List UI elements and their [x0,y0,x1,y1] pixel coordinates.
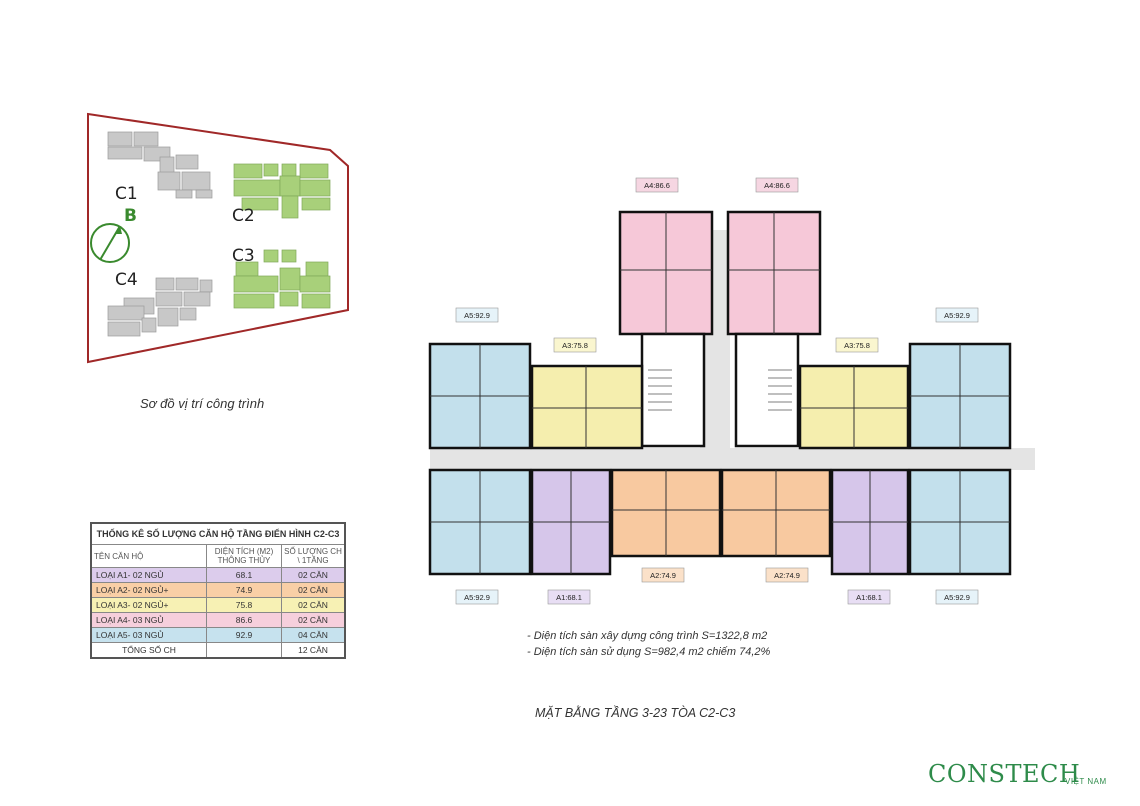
column-header-count: SỐ LƯỢNG CH \ 1TẦNG [281,544,346,568]
unit-type-cell: LOẠI A5- 03 NGỦ [90,627,207,643]
building-c3-shape [233,249,331,309]
unit-label-boxes [635,177,799,193]
area-notes: - Diện tích sàn xây dựng công trình S=13… [527,628,770,660]
site-map-caption: Sơ đồ vị trí công trình [140,396,265,411]
label-a5-bottom-right: A5:92.9 [944,593,970,602]
unit-type-cell: LOẠI A1- 02 NGỦ [90,567,207,583]
unit-count-cell: 02 CĂN [281,582,346,598]
unit-area-cell: 92.9 [206,627,282,643]
building-label-c3: C3 [232,246,255,266]
table-row: LOẠI A4- 03 NGỦ 86.6 02 CĂN [90,612,346,628]
site-map-drawing [87,112,349,364]
label-a5-top-right: A5:92.9 [944,311,970,320]
floor-plan-drawing: A4:86.6 A4:86.6 A5:92.9 A5:92.9 A3:75.8 … [428,177,1035,605]
table-total-row: TỔNG SỐ CH 12 CĂN [90,642,346,659]
table-row: LOẠI A5- 03 NGỦ 92.9 04 CĂN [90,627,346,643]
label-a4-right: A4:86.6 [764,181,790,190]
core-left [640,332,706,448]
compass-letter: B [124,206,137,226]
corridor [430,448,1035,470]
label-a1-right: A1:68.1 [856,593,882,602]
table-row: LOẠI A3- 02 NGỦ+ 75.8 02 CĂN [90,597,346,613]
unit-label-boxes-a3 [553,337,879,353]
label-a5-bottom-left: A5:92.9 [464,593,490,602]
note-construction-area: - Diện tích sàn xây dựng công trình S=13… [527,630,768,642]
unit-count-cell: 02 CĂN [281,597,346,613]
unit-count-cell: 02 CĂN [281,612,346,628]
building-c4-shape [107,277,213,337]
unit-label-boxes-a1 [547,589,891,605]
total-area-cell [206,642,282,659]
building-label-c4: C4 [115,270,138,290]
unit-label-boxes-a5 [455,307,979,605]
total-count-cell: 12 CĂN [281,642,346,659]
label-a1-left: A1:68.1 [556,593,582,602]
unit-a3-left [530,364,644,450]
label-a2-left: A2:74.9 [650,571,676,580]
label-a5-top-left: A5:92.9 [464,311,490,320]
table-row: LOẠI A2- 02 NGỦ+ 74.9 02 CĂN [90,582,346,598]
site-boundary [87,112,349,364]
building-c2-shape [233,163,331,219]
column-header-name: TÊN CĂN HỘ [90,544,207,568]
total-label-cell: TỔNG SỐ CH [90,642,207,659]
unit-area-cell: 68.1 [206,567,282,583]
brand-logo: CONSTECH [928,760,1081,788]
unit-type-cell: LOẠI A4- 03 NGỦ [90,612,207,628]
stairs [648,369,792,411]
compass-icon [90,223,130,263]
unit-area-cell: 86.6 [206,612,282,628]
floor-plan: A4:86.6 A4:86.6 A5:92.9 A5:92.9 A3:75.8 … [410,170,1060,610]
label-a3-left: A3:75.8 [562,341,588,350]
apartment-stats-table: THỐNG KÊ SỐ LƯỢNG CĂN HỘ TẦNG ĐIỂN HÌNH … [90,522,346,659]
table-row: LOẠI A1- 02 NGỦ 68.1 02 CĂN [90,567,346,583]
building-c1-shape [107,131,213,199]
building-label-c2: C2 [232,206,255,226]
table-body: LOẠI A1- 02 NGỦ 68.1 02 CĂN LOẠI A2- 02 … [90,567,346,659]
label-a3-right: A3:75.8 [844,341,870,350]
brand-subtitle: VIỆT NAM [1065,777,1107,786]
floor-plan-caption: MẶT BẰNG TẦNG 3-23 TÒA C2-C3 [535,706,736,720]
unit-type-cell: LOẠI A2- 02 NGỦ+ [90,582,207,598]
unit-count-cell: 04 CĂN [281,627,346,643]
building-label-c1: C1 [115,184,138,204]
table-title: THỐNG KÊ SỐ LƯỢNG CĂN HỘ TẦNG ĐIỂN HÌNH … [90,522,346,545]
core-right [734,332,800,448]
site-location-map: C1 C2 C3 C4 B [80,110,360,365]
interior-walls [430,212,1010,574]
unit-type-cell: LOẠI A3- 02 NGỦ+ [90,597,207,613]
unit-count-cell: 02 CĂN [281,567,346,583]
unit-area-cell: 75.8 [206,597,282,613]
unit-label-boxes-a2 [641,567,809,583]
column-header-area: DIỆN TÍCH (M2) THÔNG THỦY [206,544,282,568]
unit-area-cell: 74.9 [206,582,282,598]
note-usable-area: - Diện tích sàn sử dụng S=982,4 m2 chiếm… [527,646,771,658]
label-a2-right: A2:74.9 [774,571,800,580]
label-a4-left: A4:86.6 [644,181,670,190]
